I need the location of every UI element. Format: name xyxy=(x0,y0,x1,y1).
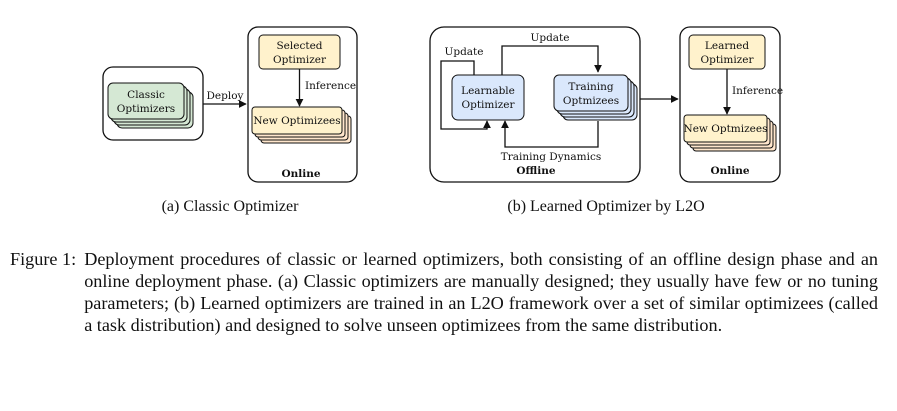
training-dynamics-arrow xyxy=(501,120,599,148)
panel-b: Learnable Optimizer Update Update Traini… xyxy=(429,26,783,215)
update-label-top: Update xyxy=(531,32,570,44)
figure-diagram: Classic Optimizers Deploy Selected Optim… xyxy=(102,26,783,215)
online-label-b: Online xyxy=(710,165,749,177)
learnable-optimizer-label-2: Optimizer xyxy=(462,99,516,111)
subcaption-a: (a) Classic Optimizer xyxy=(162,198,300,215)
new-optimizees-card-a xyxy=(251,106,343,135)
classic-optimizers-label-2: Optimizers xyxy=(117,103,175,115)
caption-text: Deployment procedures of classic or lear… xyxy=(84,249,878,335)
offline-container xyxy=(429,26,641,183)
training-optimizees-card xyxy=(553,74,629,112)
inference-label-a: Inference xyxy=(305,80,356,92)
learnable-optimizer-label-1: Learnable xyxy=(461,85,515,97)
selected-optimizer-label-1: Selected xyxy=(276,40,322,52)
new-optimizees-label-b: New Optmizees xyxy=(684,123,768,135)
classic-optimizers-card xyxy=(107,82,185,120)
update-label-left: Update xyxy=(445,46,484,58)
figure-caption: Figure 1: Deployment procedures of class… xyxy=(10,248,878,336)
learned-optimizer-label-1: Learned xyxy=(705,40,749,52)
training-dynamics-label: Training Dynamics xyxy=(501,151,602,163)
deploy-label: Deploy xyxy=(207,90,244,102)
panel-a: Classic Optimizers Deploy Selected Optim… xyxy=(102,26,358,215)
training-optimizees-label-1: Training xyxy=(568,81,614,93)
subcaption-b: (b) Learned Optimizer by L2O xyxy=(507,198,704,215)
update-loop-left xyxy=(440,60,491,130)
offline-label: Offline xyxy=(516,165,555,177)
learnable-optimizer-box xyxy=(451,74,525,121)
training-optimizees-label-2: Optmizees xyxy=(563,95,619,107)
new-optimizees-card-b xyxy=(683,114,768,143)
inference-label-b: Inference xyxy=(732,85,783,97)
selected-optimizer-label-2: Optimizer xyxy=(273,54,327,66)
classic-optimizers-label-1: Classic xyxy=(127,89,165,101)
new-optimizees-label-a: New Optimizees xyxy=(253,115,340,127)
update-arrow-top xyxy=(501,45,602,75)
learned-optimizer-label-2: Optimizer xyxy=(701,54,755,66)
online-label-a: Online xyxy=(281,168,320,180)
caption-number: Figure 1: xyxy=(10,249,77,269)
